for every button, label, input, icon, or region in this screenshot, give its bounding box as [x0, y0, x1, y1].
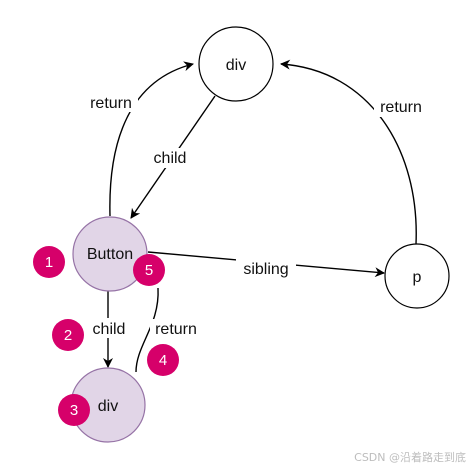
edge-return-div-to-button: [135, 287, 159, 373]
edge-return-button-to-div: [109, 61, 194, 217]
svg-text:3: 3: [70, 402, 78, 419]
edge-return-p-to-div: [280, 59, 417, 245]
node-div-top: div: [198, 26, 274, 102]
node-div-top-label: div: [226, 57, 246, 74]
svg-text:4: 4: [159, 352, 167, 369]
svg-text:5: 5: [145, 262, 153, 279]
svg-text:1: 1: [45, 254, 53, 271]
node-p: p: [384, 243, 450, 309]
edge-label-return-right: return: [380, 99, 422, 116]
edge-label-return-left: return: [90, 95, 132, 112]
watermark: CSDN @沿着路走到底: [354, 451, 466, 464]
edge-label-sibling: sibling: [243, 261, 288, 278]
edge-label-child-top: child: [154, 150, 187, 167]
node-p-label: p: [413, 269, 422, 286]
edge-label-child-bottom: child: [93, 321, 126, 338]
node-div-bottom-label: div: [98, 398, 118, 415]
step-badge-2: 2: [52, 319, 84, 351]
step-badge-1: 1: [33, 246, 65, 278]
svg-text:2: 2: [64, 327, 72, 344]
step-badge-3: 3: [58, 394, 90, 426]
node-button: Button: [72, 216, 148, 292]
step-badge-5: 5: [133, 254, 165, 286]
edge-label-return-bottom: return: [155, 321, 197, 338]
node-button-label: Button: [87, 246, 133, 263]
step-badge-4: 4: [147, 344, 179, 376]
